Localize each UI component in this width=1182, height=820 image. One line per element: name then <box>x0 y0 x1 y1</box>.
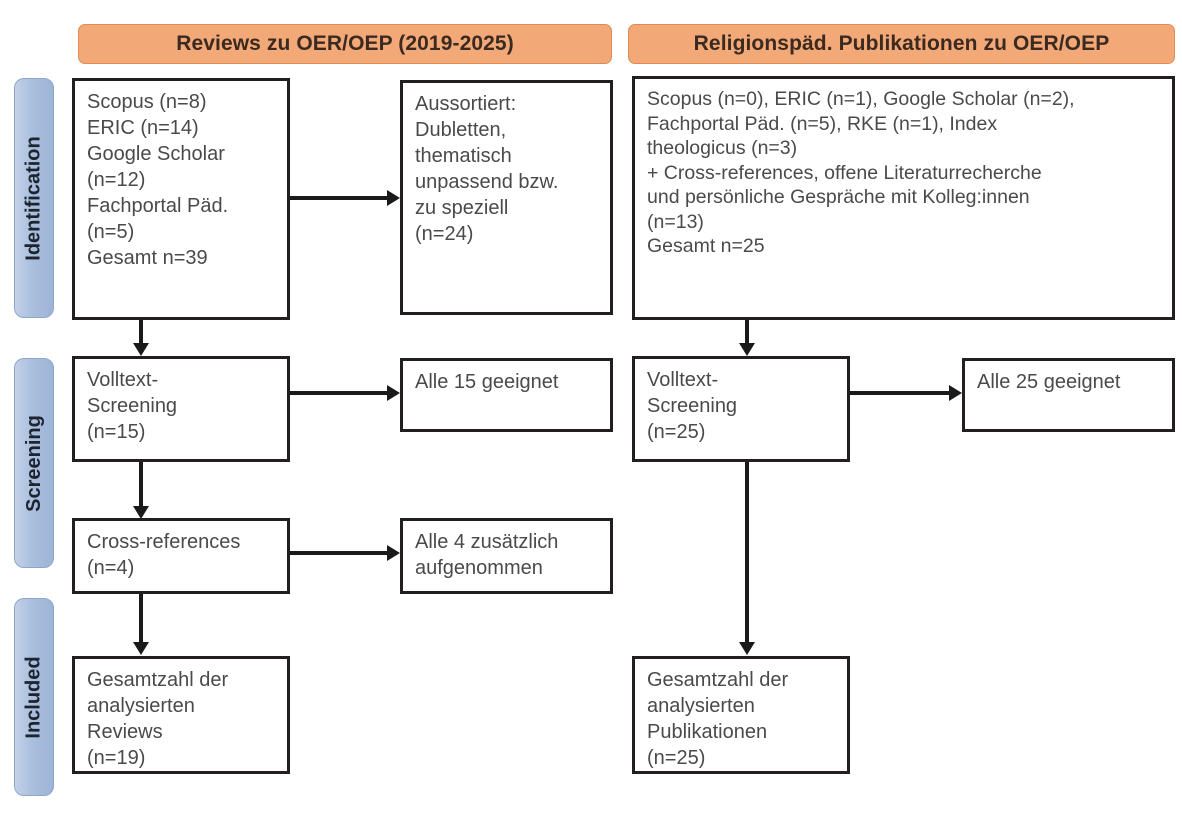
stage-tab-screening-label: Screening <box>22 414 45 512</box>
connector-left-screening-to-result <box>290 391 387 395</box>
connector-left-sources-to-screening <box>139 320 143 343</box>
connector-left-crossrefs-to-result <box>290 551 387 555</box>
box-left-excluded: Aussortiert: Dubletten, thematisch unpas… <box>400 80 613 315</box>
arrowhead-right-screening-to-result <box>949 385 962 401</box>
connector-right-screening-to-included <box>745 462 749 642</box>
arrowhead-right-sources-to-screening <box>739 343 755 356</box>
connector-left-screening-to-crossrefs <box>139 462 143 506</box>
arrowhead-left-crossrefs-to-result <box>387 545 400 561</box>
connector-right-sources-to-screening <box>745 320 749 343</box>
box-right-included-total: Gesamtzahl der analysierten Publikatione… <box>632 656 850 774</box>
column-header-religionspaed: Religionspäd. Publikationen zu OER/OEP <box>628 24 1175 64</box>
box-left-identification-sources: Scopus (n=8) ERIC (n=14) Google Scholar … <box>72 78 290 320</box>
arrowhead-left-crossrefs-to-included <box>133 642 149 655</box>
stage-tab-identification: Identification <box>14 78 54 318</box>
arrowhead-left-sources-to-screening <box>133 343 149 356</box>
box-right-fulltext-screening: Volltext- Screening (n=25) <box>632 356 850 462</box>
connector-left-crossrefs-to-included <box>139 594 143 642</box>
box-left-crossrefs-result: Alle 4 zusätzlich aufgenommen <box>400 518 613 594</box>
arrowhead-left-screening-to-crossrefs <box>133 506 149 519</box>
arrowhead-left-sources-to-excluded <box>387 190 400 206</box>
stage-tab-included: Included <box>14 598 54 796</box>
stage-tab-screening: Screening <box>14 358 54 568</box>
box-left-crossrefs: Cross-references (n=4) <box>72 518 290 594</box>
connector-left-sources-to-excluded <box>290 196 387 200</box>
box-left-fulltext-screening: Volltext- Screening (n=15) <box>72 356 290 462</box>
column-header-reviews: Reviews zu OER/OEP (2019-2025) <box>78 24 612 64</box>
arrowhead-right-screening-to-included <box>739 642 755 655</box>
box-left-included-total: Gesamtzahl der analysierten Reviews (n=1… <box>72 656 290 774</box>
box-left-screening-result: Alle 15 geeignet <box>400 358 613 432</box>
box-right-identification-sources: Scopus (n=0), ERIC (n=1), Google Scholar… <box>632 76 1175 320</box>
stage-tab-identification-label: Identification <box>22 135 45 261</box>
arrowhead-left-screening-to-result <box>387 385 400 401</box>
stage-tab-included-label: Included <box>22 655 45 739</box>
box-right-screening-result: Alle 25 geeignet <box>962 358 1175 432</box>
connector-right-screening-to-result <box>850 391 949 395</box>
